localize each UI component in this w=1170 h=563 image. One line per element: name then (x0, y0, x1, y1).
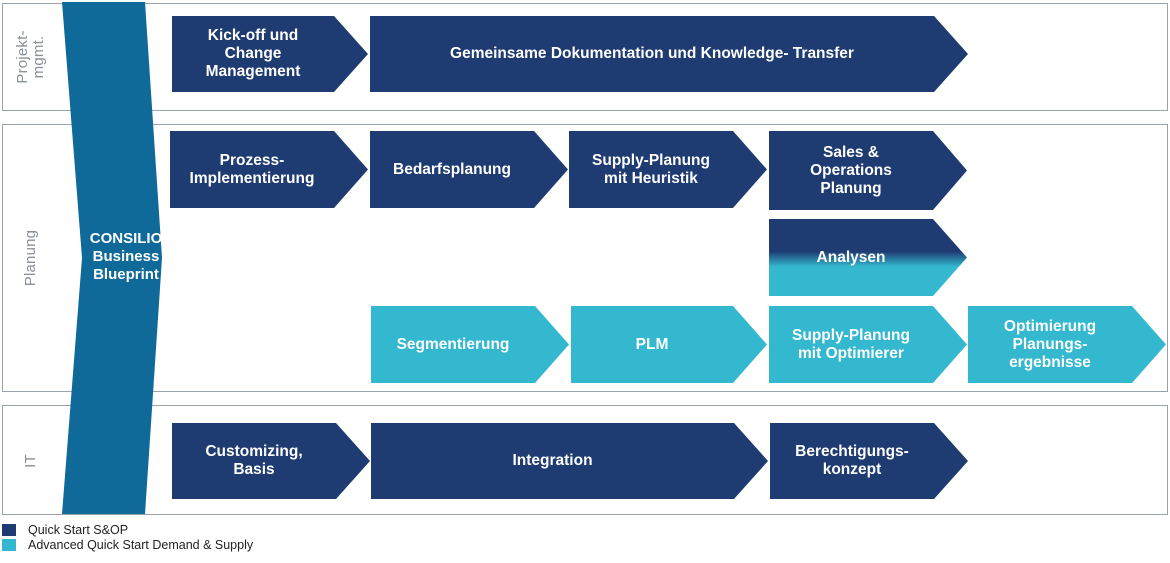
step-supply-opt-label: Supply-Planung mit Optimierer (792, 326, 910, 362)
step-prozess-label: Prozess- Implementierung (189, 151, 315, 187)
step-supply-planung-optimierer: Supply-Planung mit Optimierer (769, 306, 967, 383)
step-sales-operations-planung: Sales & Operations Planung (769, 131, 967, 210)
step-bedarfsplanung: Bedarfsplanung (370, 131, 568, 208)
step-customizing-basis: Customizing, Basis (172, 423, 370, 499)
step-custom-label: Customizing, Basis (205, 443, 303, 478)
step-plm-label: PLM (635, 335, 669, 353)
step-kickoff-change-management: Kick-off und Change Management (172, 16, 368, 92)
legend-quick-start-label: Quick Start S&OP (28, 523, 129, 537)
legend-advanced: Advanced Quick Start Demand & Supply (2, 538, 253, 552)
step-kickoff-label: Kick-off und Change Management (205, 27, 301, 80)
legend-advanced-label: Advanced Quick Start Demand & Supply (28, 538, 254, 552)
legend-advanced-swatch (2, 539, 16, 551)
blueprint-label: CONSILIO Business Blueprint (89, 230, 163, 283)
step-plm: PLM (571, 306, 767, 383)
step-sop-label: Sales & Operations Planung (810, 143, 892, 197)
step-analysen: Analysen (769, 219, 967, 296)
step-segmentierung: Segmentierung (371, 306, 569, 383)
step-segment-label: Segmentierung (396, 335, 510, 353)
blueprint-spine (62, 2, 162, 514)
step-supply-planung-heuristik: Supply-Planung mit Heuristik (569, 131, 767, 208)
step-optim-label: Optimierung Planungs- ergebnisse (1003, 317, 1097, 371)
step-doku-label: Gemeinsame Dokumentation und Knowledge- … (450, 45, 854, 62)
blueprint-spine-shape (62, 2, 162, 514)
step-bedarf-label: Bedarfsplanung (393, 160, 511, 178)
step-supply-heur-label: Supply-Planung mit Heuristik (592, 151, 710, 187)
step-prozess-implementierung: Prozess- Implementierung (170, 131, 368, 208)
step-optimierung-planungsergebnisse: Optimierung Planungs- ergebnisse (968, 306, 1166, 383)
legend-quick-start: Quick Start S&OP (2, 523, 128, 537)
step-analysen-label: Analysen (816, 248, 886, 266)
step-integration-label: Integration (512, 452, 593, 469)
step-integration: Integration (371, 423, 768, 499)
step-gemeinsame-dokumentation: Gemeinsame Dokumentation und Knowledge- … (370, 16, 968, 92)
step-berechtigungskonzept: Berechtigungs- konzept (770, 423, 968, 499)
legend-quick-start-swatch (2, 524, 16, 536)
step-berecht-label: Berechtigungs- konzept (795, 443, 909, 478)
